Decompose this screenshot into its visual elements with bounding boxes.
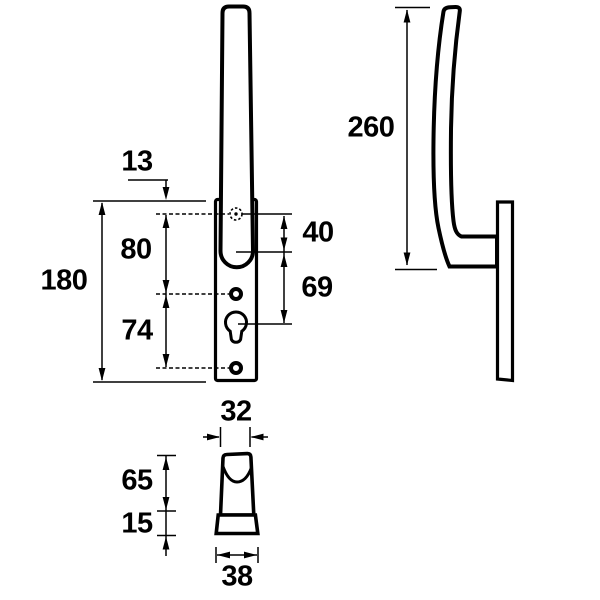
knob-dome-curve — [221, 465, 253, 484]
arrow-32-left — [207, 433, 220, 441]
dim-label-body-depth: 65 — [121, 464, 153, 497]
arrow-40-up — [280, 216, 288, 229]
arrow-69-down — [280, 310, 288, 323]
dim-label-base-depth: 15 — [121, 507, 153, 540]
arrow-180-up — [98, 202, 106, 215]
arrow-40-down — [280, 237, 288, 251]
arrow-260-up — [403, 9, 411, 23]
arrow-15-up — [162, 536, 170, 550]
arrow-65-down — [162, 497, 170, 510]
dim-label-base-width: 38 — [221, 560, 253, 593]
knob-body — [218, 451, 256, 517]
arrow-180-down — [98, 368, 106, 381]
mounting-hole-lower — [229, 361, 243, 375]
arrow-74-down — [162, 354, 170, 367]
top-view — [214, 451, 260, 536]
arrow-260-down — [403, 252, 411, 266]
mounting-hole-upper — [229, 287, 243, 301]
dimension-arrowheads — [98, 9, 411, 559]
arrow-80-down — [162, 280, 170, 293]
dim-label-handle-length: 260 — [347, 111, 395, 144]
arrow-13-down — [162, 187, 170, 200]
arrow-32-right — [250, 433, 264, 441]
arrow-74-up — [162, 295, 170, 308]
dim-label-top-width: 32 — [220, 395, 252, 428]
handle-front — [218, 4, 256, 270]
arrow-69-up — [280, 254, 288, 267]
dim-label-top-hole-offset: 13 — [121, 145, 153, 178]
dim-label-plate-length: 180 — [40, 264, 88, 297]
backplate-side — [495, 200, 515, 383]
dim-label-upper-hole-spacing: 80 — [120, 233, 152, 266]
arrow-38-right — [244, 551, 257, 559]
dim-label-lower-hole-spacing: 74 — [121, 314, 153, 347]
euro-cylinder-hole — [224, 310, 248, 344]
handle-side — [431, 5, 499, 269]
arrow-65-up — [162, 457, 170, 470]
front-view — [156, 4, 259, 383]
dim-label-cylinder-distance: 69 — [301, 271, 333, 304]
arrow-80-up — [162, 215, 170, 228]
side-view — [431, 5, 515, 383]
screw-hole-center-dot — [234, 212, 238, 216]
dim-label-handle-end-to-top-hole: 40 — [302, 216, 334, 249]
knob-base — [214, 513, 260, 536]
arrow-38-left — [217, 551, 230, 559]
